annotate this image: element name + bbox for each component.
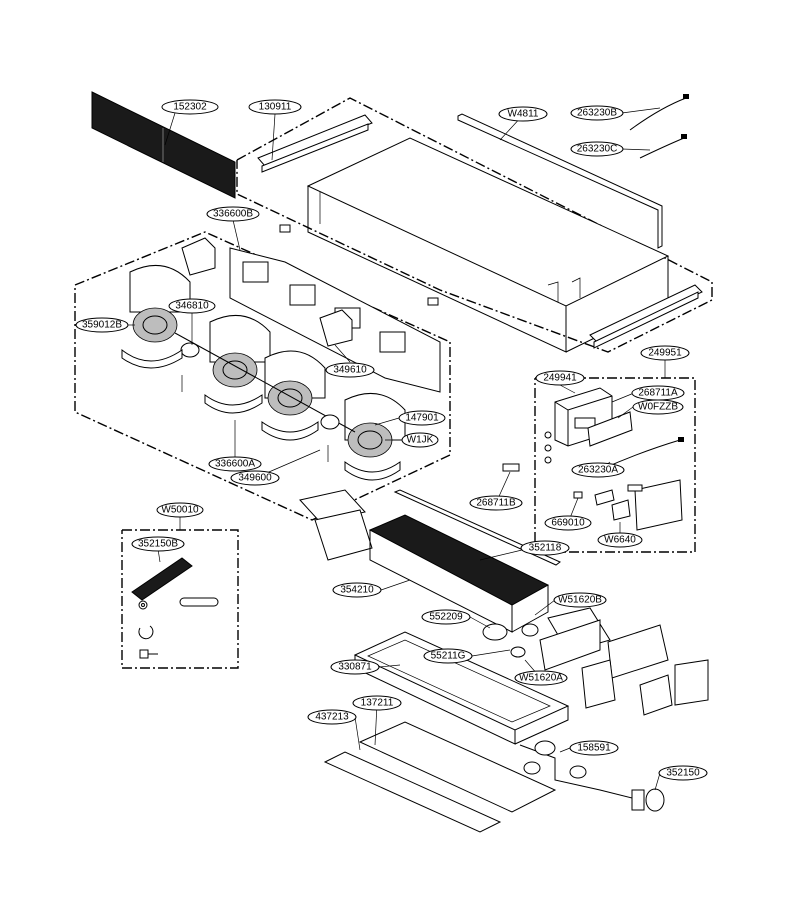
svg-text:152302: 152302 — [173, 102, 207, 113]
svg-text:268711B: 268711B — [476, 498, 516, 509]
svg-text:249941: 249941 — [543, 373, 577, 384]
label-W50010: W50010 — [156, 502, 204, 518]
svg-text:263230C: 263230C — [577, 144, 618, 155]
label-336600A: 336600A — [208, 456, 262, 472]
svg-text:552209: 552209 — [429, 612, 463, 623]
label-W4811: W4811 — [498, 106, 548, 122]
svg-text:330871: 330871 — [338, 662, 372, 673]
label-263230B: 263230B — [570, 105, 624, 121]
control-box-group — [502, 377, 696, 553]
svg-text:W4811: W4811 — [508, 109, 539, 120]
svg-text:349610: 349610 — [333, 365, 367, 376]
label-137211: 137211 — [352, 695, 402, 711]
label-268711B: 268711B — [469, 495, 523, 511]
label-349600: 349600 — [230, 470, 280, 486]
label-263230A: 263230A — [571, 462, 625, 478]
svg-text:352150: 352150 — [666, 768, 700, 779]
label-552209: 552209 — [421, 609, 471, 625]
label-W0FZZB: W0FZZB — [632, 399, 684, 415]
label-346810: 346810 — [168, 298, 216, 314]
label-263230C: 263230C — [570, 141, 624, 157]
label-130911: 130911 — [248, 99, 302, 115]
fan-blower-group — [74, 231, 451, 521]
svg-text:W0FZZB: W0FZZB — [638, 402, 678, 413]
label-330871: 330871 — [330, 659, 380, 675]
svg-text:354210: 354210 — [340, 585, 374, 596]
accessory-kit-group — [121, 529, 239, 669]
label-249941: 249941 — [535, 370, 585, 386]
svg-text:130911: 130911 — [259, 102, 292, 113]
label-354210: 354210 — [332, 582, 382, 598]
label-352118: 352118 — [520, 540, 570, 556]
label-437213: 437213 — [307, 709, 357, 725]
svg-text:249951: 249951 — [648, 348, 682, 359]
svg-text:263230B: 263230B — [577, 108, 617, 119]
label-249951: 249951 — [640, 345, 690, 361]
svg-text:359012B: 359012B — [82, 320, 122, 331]
label-W51620B: W51620B — [553, 592, 607, 608]
svg-text:55211G: 55211G — [431, 651, 466, 662]
top-cabinet-group — [236, 97, 713, 353]
label-W1JK: W1JK — [401, 432, 439, 448]
svg-text:268711A: 268711A — [638, 388, 678, 399]
label-268711A: 268711A — [631, 385, 685, 401]
label-352150: 352150 — [658, 765, 708, 781]
svg-text:349600: 349600 — [238, 473, 272, 484]
label-352150B: 352150B — [131, 536, 185, 552]
label-336600B: 336600B — [206, 206, 260, 222]
svg-text:137211: 137211 — [361, 698, 394, 709]
label-147901: 147901 — [398, 410, 446, 426]
svg-text:352118: 352118 — [529, 543, 562, 554]
wire-263230C-icon — [639, 134, 687, 159]
svg-text:158591: 158591 — [577, 743, 611, 754]
svg-text:W51620B: W51620B — [558, 595, 602, 606]
label-349610: 349610 — [325, 362, 375, 378]
label-W51620A: W51620A — [514, 670, 568, 686]
svg-text:352150B: 352150B — [138, 539, 178, 550]
svg-text:336600A: 336600A — [215, 459, 255, 470]
svg-text:437213: 437213 — [315, 712, 349, 723]
svg-text:W50010: W50010 — [161, 505, 199, 516]
label-158591: 158591 — [569, 740, 619, 756]
svg-text:336600B: 336600B — [213, 209, 253, 220]
svg-text:W1JK: W1JK — [407, 435, 434, 446]
label-W6640: W6640 — [597, 532, 643, 548]
svg-text:W6640: W6640 — [604, 535, 636, 546]
svg-text:346810: 346810 — [175, 301, 209, 312]
svg-text:W51620A: W51620A — [519, 673, 563, 684]
filter-152302 — [91, 91, 236, 199]
label-55211G: 55211G — [423, 648, 473, 664]
svg-text:263230A: 263230A — [578, 465, 618, 476]
svg-text:669010: 669010 — [551, 518, 585, 529]
drain-pan-group — [323, 631, 665, 833]
label-152302: 152302 — [161, 99, 219, 115]
label-359012B: 359012B — [75, 317, 129, 333]
coil-group — [299, 489, 709, 716]
wire-263230B-icon — [629, 94, 689, 131]
label-669010: 669010 — [544, 515, 592, 531]
svg-text:147901: 147901 — [405, 413, 439, 424]
